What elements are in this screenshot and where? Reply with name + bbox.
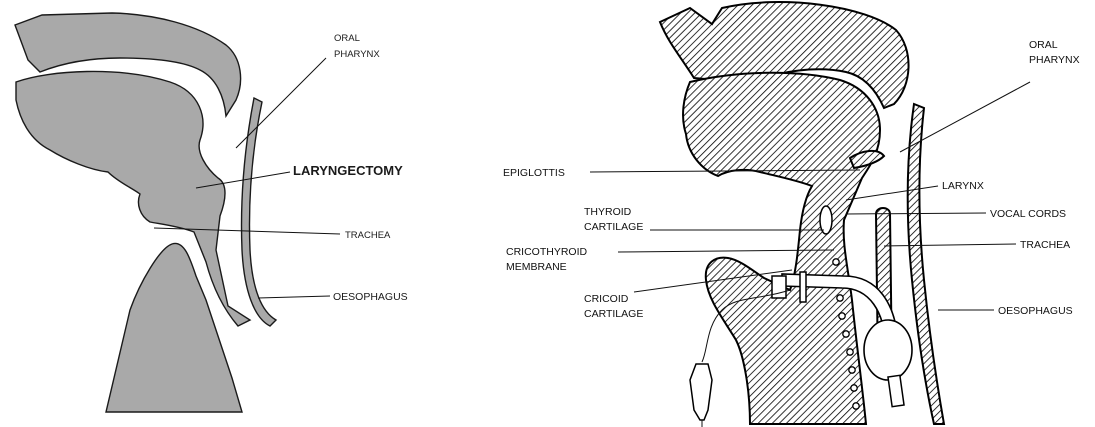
left-oesophagus-leader	[258, 296, 330, 298]
right-label-thyroid-cartilage: CARTILAGE	[584, 221, 643, 233]
right-label-cricothyroid: CRICOTHYROID	[506, 246, 588, 258]
right-label-membrane: MEMBRANE	[506, 261, 567, 273]
right-label-larynx: LARYNX	[942, 180, 984, 192]
right-label-oesophagus: OESOPHAGUS	[998, 305, 1073, 317]
right-larynx-leader	[846, 186, 938, 200]
left-label-laryngectomy: LARYNGECTOMY	[293, 163, 403, 178]
right-tube-flange	[800, 272, 806, 302]
right-label-cricoid-cartilage: CARTILAGE	[584, 308, 643, 320]
right-label-thyroid: THYROID	[584, 206, 632, 218]
right-label-epiglottis: EPIGLOTTIS	[503, 167, 565, 179]
right-intubation-diagram: ORAL PHARYNX EPIGLOTTIS LARYNX THYROID C…	[503, 2, 1080, 427]
left-label-trachea: TRACHEA	[345, 230, 391, 241]
left-head-shape	[16, 71, 250, 326]
right-label-cricoid: CRICOID	[584, 293, 629, 305]
left-label-oral: ORAL	[334, 33, 360, 44]
right-vocal-cords-leader	[846, 213, 986, 214]
right-label-oral: ORAL	[1029, 39, 1058, 51]
left-laryngectomy-diagram: ORAL PHARYNX LARYNGECTOMY TRACHEA OESOPH…	[15, 13, 408, 412]
right-label-vocal-cords: VOCAL CORDS	[990, 208, 1066, 220]
right-pilot-balloon	[690, 364, 712, 420]
right-posterior-wall-shape	[908, 104, 944, 424]
left-label-pharynx: PHARYNX	[334, 49, 380, 60]
left-oral-pharynx-leader	[236, 58, 326, 148]
left-neck-shape	[106, 243, 242, 412]
right-cuff-balloon	[864, 320, 912, 380]
right-trachea-leader	[884, 244, 1016, 246]
right-tube-tip	[888, 375, 904, 406]
left-oesophagus-tube	[242, 98, 277, 326]
left-label-oesophagus: OESOPHAGUS	[333, 291, 408, 303]
right-label-pharynx: PHARYNX	[1029, 54, 1080, 66]
right-label-trachea: TRACHEA	[1020, 239, 1070, 251]
